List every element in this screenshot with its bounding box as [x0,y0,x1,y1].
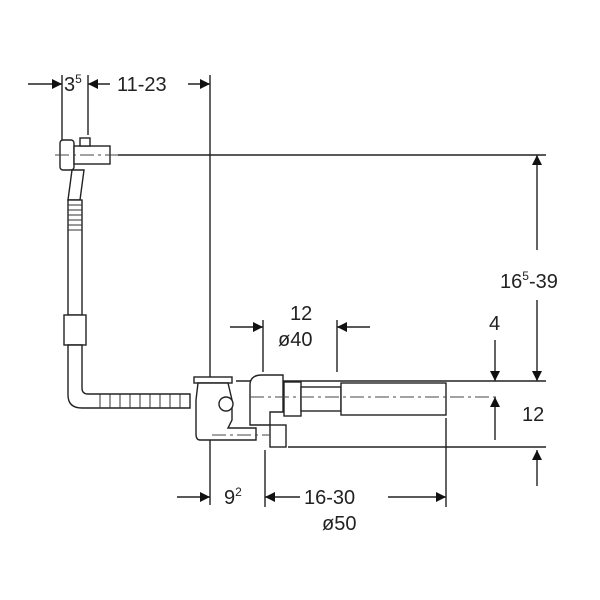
dimension-arrows [28,79,542,502]
dim-trap-offset: 92 [224,485,242,509]
dim-top-right: 11-23 [117,74,167,96]
dim-top-left: 35 [64,72,82,96]
dim-outlet-diameter: ø40 [278,329,312,351]
reference-lines [61,75,546,507]
dim-extension-diameter: ø50 [322,513,356,535]
dim-outlet-length: 12 [290,303,312,325]
dim-height: 165-39 [500,269,558,293]
drain-trap-assembly [193,374,500,448]
overflow-assembly [55,137,191,409]
dimension-labels: 35 11-23 165-39 12 ø40 4 12 92 16-30 ø50 [64,72,558,535]
dim-pipe-offset-top: 4 [489,313,500,335]
dim-pipe-height: 12 [522,404,544,426]
dim-extension-length: 16-30 [304,487,355,509]
